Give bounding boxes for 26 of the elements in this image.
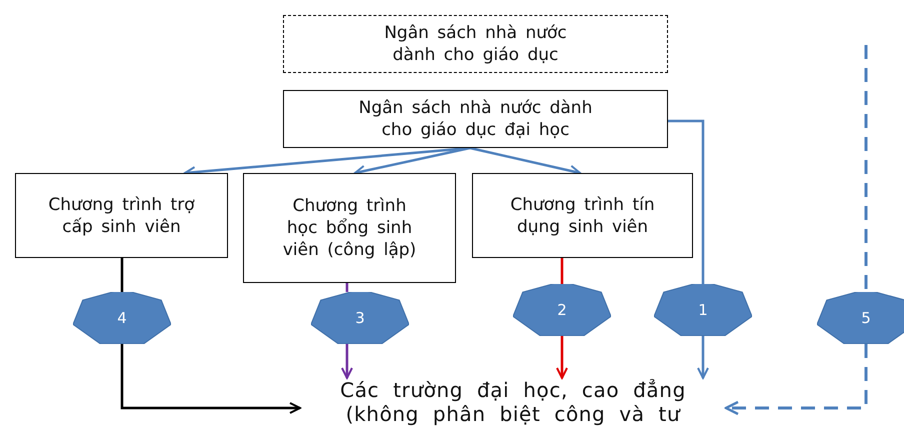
arrow	[120, 344, 301, 414]
process-box	[15, 173, 228, 258]
connector-line	[560, 258, 564, 284]
arrow	[341, 344, 353, 379]
box-text: Ngân sách nhà nước dành cho giáo dục	[383, 22, 568, 66]
connector-line	[346, 283, 348, 292]
destination-text: Các trường đại học, cao đẳng (không phân biệt công và tư	[300, 378, 726, 433]
arrow	[556, 336, 568, 379]
arrow	[697, 336, 709, 379]
process-box	[283, 90, 668, 148]
connector-line	[120, 258, 124, 292]
step-number: 4	[117, 309, 127, 327]
step-number: 5	[861, 309, 871, 327]
step-number: 2	[557, 301, 567, 319]
box-text: Ngân sách nhà nước dành cho giáo dục đại học	[358, 97, 594, 141]
connector-line	[864, 45, 868, 292]
step-number: 1	[698, 301, 708, 319]
dashed-box	[283, 15, 668, 73]
process-box	[243, 173, 456, 283]
box-text: Chương trình tín dụng sinh viên	[509, 194, 656, 238]
step-number: 3	[355, 309, 365, 327]
connector-line	[668, 120, 704, 284]
arrow	[724, 344, 868, 416]
process-box	[472, 173, 693, 258]
box-text: Chương trình học bổng sinh viên (công lập)	[282, 195, 418, 261]
box-text: Chương trình trợ cấp sinh viên	[47, 194, 196, 238]
